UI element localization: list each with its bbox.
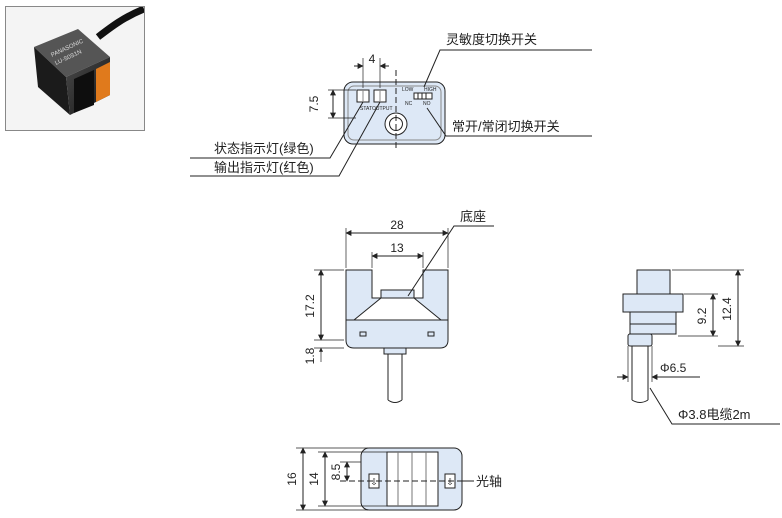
base-callout: 底座 <box>460 209 486 224</box>
output-led-leader <box>190 101 381 177</box>
photo-left-face <box>34 47 70 115</box>
dim-17-2-label: 17.2 <box>303 294 317 318</box>
bottom-view <box>296 447 474 511</box>
nc-no-switch-leader <box>426 107 592 137</box>
photo-orange-window <box>96 62 110 102</box>
output-led-callout: 输出指示灯(红色) <box>214 160 314 175</box>
dim-13-label: 13 <box>390 241 404 255</box>
cable-callout: Φ3.8电缆2m <box>678 407 751 422</box>
photo-top-face <box>34 29 110 77</box>
optical-axis-callout: 光轴 <box>476 474 502 489</box>
bottom-receiver-glyph: ⇩ <box>446 477 454 487</box>
front-view <box>314 225 494 403</box>
cable-leader <box>649 387 780 425</box>
side-view-top-block <box>636 269 671 295</box>
dim-28-label: 28 <box>390 218 404 232</box>
side-view-lower-block <box>629 311 677 335</box>
dim-1-8-label: 1.8 <box>303 347 317 364</box>
side-view-cable-boot <box>627 333 653 347</box>
sensitivity-switch-leader <box>423 49 592 88</box>
side-view <box>617 269 780 425</box>
switch-nc-label: NC <box>405 101 413 107</box>
nc-no-switch-callout: 常开/常闭切换开关 <box>452 119 560 134</box>
output-led-label: OUTPUT <box>372 106 393 112</box>
dim-phi-6-5-label: Φ6.5 <box>660 361 687 375</box>
front-cable-end <box>387 399 403 403</box>
front-left-mark <box>359 331 367 337</box>
top-view <box>190 49 592 177</box>
top-view-inner-outline <box>347 85 442 141</box>
switch-high-label: HIGH <box>424 87 437 93</box>
dim-7-5-label: 7.5 <box>307 95 321 112</box>
side-view-cable <box>631 346 649 400</box>
side-view-mid-block <box>622 293 684 313</box>
stat-led-label: STAT <box>360 106 372 112</box>
switch-no-label: NO <box>423 101 431 107</box>
switch-low-label: LOW <box>402 87 414 93</box>
front-cable <box>387 354 403 400</box>
product-photo: LU-S0S1N PANASONIC <box>5 6 145 131</box>
sensitivity-switch-icon <box>413 92 433 100</box>
dim-12-4-label: 12.4 <box>720 297 734 321</box>
dim-16-label: 16 <box>285 472 299 486</box>
photo-slot <box>74 70 94 113</box>
dim-9-2-label: 9.2 <box>695 307 709 324</box>
base-leader <box>407 225 494 297</box>
dim-4-label: 4 <box>369 52 376 66</box>
photo-cable <box>95 7 144 40</box>
side-view-cable-end <box>631 399 649 403</box>
dim-14-label: 14 <box>307 472 321 486</box>
dim-8-5-label: 8.5 <box>329 463 343 480</box>
sensor-photo-illustration: LU-S0S1N PANASONIC <box>34 7 144 115</box>
front-right-mark <box>427 331 435 337</box>
front-cable-boot <box>383 347 407 355</box>
bottom-emitter-glyph: ⇩ <box>370 477 378 487</box>
sensitivity-switch-callout: 灵敏度切换开关 <box>446 32 537 47</box>
status-led-leader <box>190 101 364 159</box>
status-led-callout: 状态指示灯(绿色) <box>214 141 314 156</box>
